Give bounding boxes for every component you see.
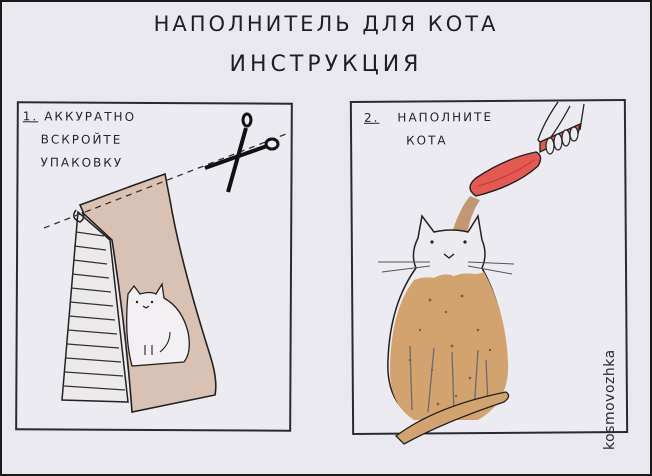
cat-food-bag-icon: [61, 172, 217, 413]
scissors-icon: [204, 112, 280, 193]
artist-signature: kosmovozhka: [602, 349, 618, 450]
scoop-icon: [469, 101, 585, 197]
cat-icon: [378, 213, 515, 445]
page-title: НАПОЛНИТЕЛЬ ДЛЯ КОТА: [153, 12, 499, 36]
page-subtitle: ИНСТРУКЦИЯ: [229, 52, 423, 77]
